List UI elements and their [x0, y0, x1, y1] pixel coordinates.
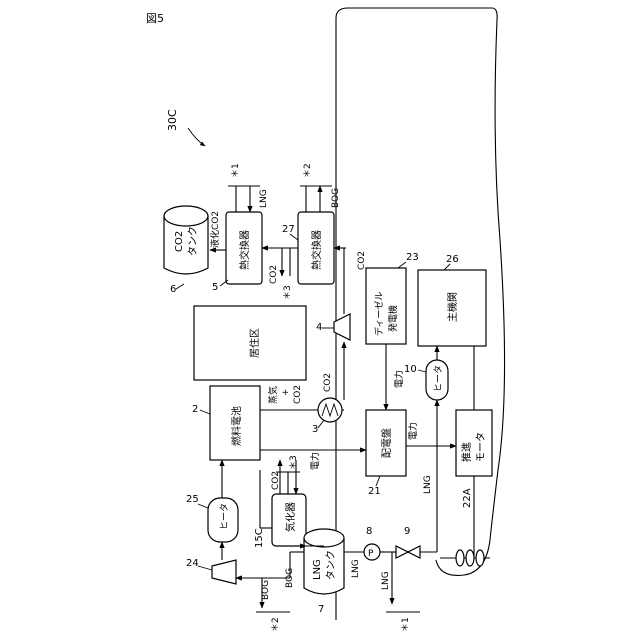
- blower-24: [212, 560, 236, 584]
- bog-label-1: BOG: [285, 568, 295, 588]
- propulsion-motor-label-1: 推進: [460, 442, 473, 462]
- heat-exchanger-27-label: 熱交換器: [310, 230, 323, 270]
- condenser-3: [318, 398, 342, 422]
- co2-label-condenser: CO2: [323, 373, 333, 392]
- pump-symbol: P: [368, 549, 374, 559]
- co2-tank-ref: 6: [170, 284, 176, 295]
- lng-tank-label-1: LNG: [312, 559, 323, 580]
- lng-label-right: LNG: [423, 475, 433, 494]
- heat-exchanger-5-label: 熱交換器: [238, 230, 251, 270]
- switchboard-label: 配電盤: [380, 428, 393, 458]
- lng-tank-7: LNG タンク: [304, 529, 344, 594]
- lng-label-tank: LNG: [351, 559, 361, 578]
- power-label-sb: 電力: [407, 422, 419, 440]
- propulsion-motor-label-2: モータ: [475, 432, 487, 462]
- mark-1-hx5: ＊1: [231, 163, 241, 178]
- condenser-ref: 3: [312, 424, 318, 435]
- fuel-cell-ref: 2: [192, 404, 198, 415]
- blower-ref: 24: [186, 558, 199, 569]
- heater-10-ref: 10: [404, 364, 417, 375]
- co2-tank: CO2 タンク: [164, 206, 208, 274]
- heat-exchanger-5-ref: 5: [212, 282, 218, 293]
- mark-3-between: ＊3: [283, 285, 293, 300]
- heat-exchanger-27-ref: 27: [282, 224, 295, 235]
- system-ref: 30C: [166, 109, 179, 131]
- fuel-cell-label: 燃料電池: [230, 406, 243, 446]
- switchboard-ref: 21: [368, 486, 381, 497]
- steam-co2-label: CO2: [293, 385, 303, 404]
- living-area-label: 居住区: [248, 328, 261, 358]
- valve-9: [396, 546, 420, 558]
- lng-tank-ref: 7: [318, 604, 324, 615]
- diesel-generator-label-1: ディーゼル: [373, 292, 385, 336]
- propeller: [440, 550, 490, 566]
- heater-10-label: ヒータ: [433, 365, 444, 392]
- vaporizer-ref: 15C: [254, 528, 265, 548]
- steam-label: 蒸気: [267, 386, 279, 404]
- diesel-generator-ref: 23: [406, 252, 419, 263]
- heater-25-label: ヒータ: [219, 503, 230, 530]
- lng-label-hx5: LNG: [259, 189, 269, 208]
- mark-3-vaporizer: ＊3: [289, 455, 299, 470]
- bog-label-hx27: BOG: [331, 188, 341, 208]
- diesel-generator: [366, 268, 406, 344]
- lng-tank-label-2: タンク: [325, 550, 337, 580]
- heater-25-ref: 25: [186, 494, 199, 505]
- mark-2-hx27: ＊2: [303, 163, 313, 178]
- diesel-generator-label-2: 発電機: [387, 305, 399, 332]
- lng-label-bottom: LNG: [381, 571, 391, 590]
- compressor-ref: 4: [316, 322, 322, 333]
- main-engine-ref: 26: [446, 254, 459, 265]
- propulsion-motor-ref: 22A: [462, 488, 473, 508]
- co2-label-between: CO2: [269, 265, 279, 284]
- co2-label-right: CO2: [357, 251, 367, 270]
- power-label-fc: 電力: [309, 452, 321, 470]
- main-engine-label: 主機関: [446, 292, 459, 322]
- mark-2-bottom: ＊2: [271, 617, 281, 632]
- co2-label-vaporizer: CO2: [271, 471, 281, 490]
- vaporizer-label: 気化器: [284, 502, 297, 532]
- co2-tank-label-1: CO2: [174, 231, 185, 252]
- steam-plus: +: [281, 388, 291, 396]
- bog-label-2: BOG: [261, 580, 271, 600]
- pump-ref: 8: [366, 526, 372, 537]
- mark-1-bottom: ＊1: [401, 617, 411, 632]
- co2-tank-label-2: タンク: [187, 226, 199, 256]
- figure-label: 図5: [146, 12, 164, 25]
- system-ref-leader: [188, 128, 205, 146]
- liquefied-co2-label: 液化CO2: [209, 211, 221, 248]
- valve-ref: 9: [404, 526, 410, 537]
